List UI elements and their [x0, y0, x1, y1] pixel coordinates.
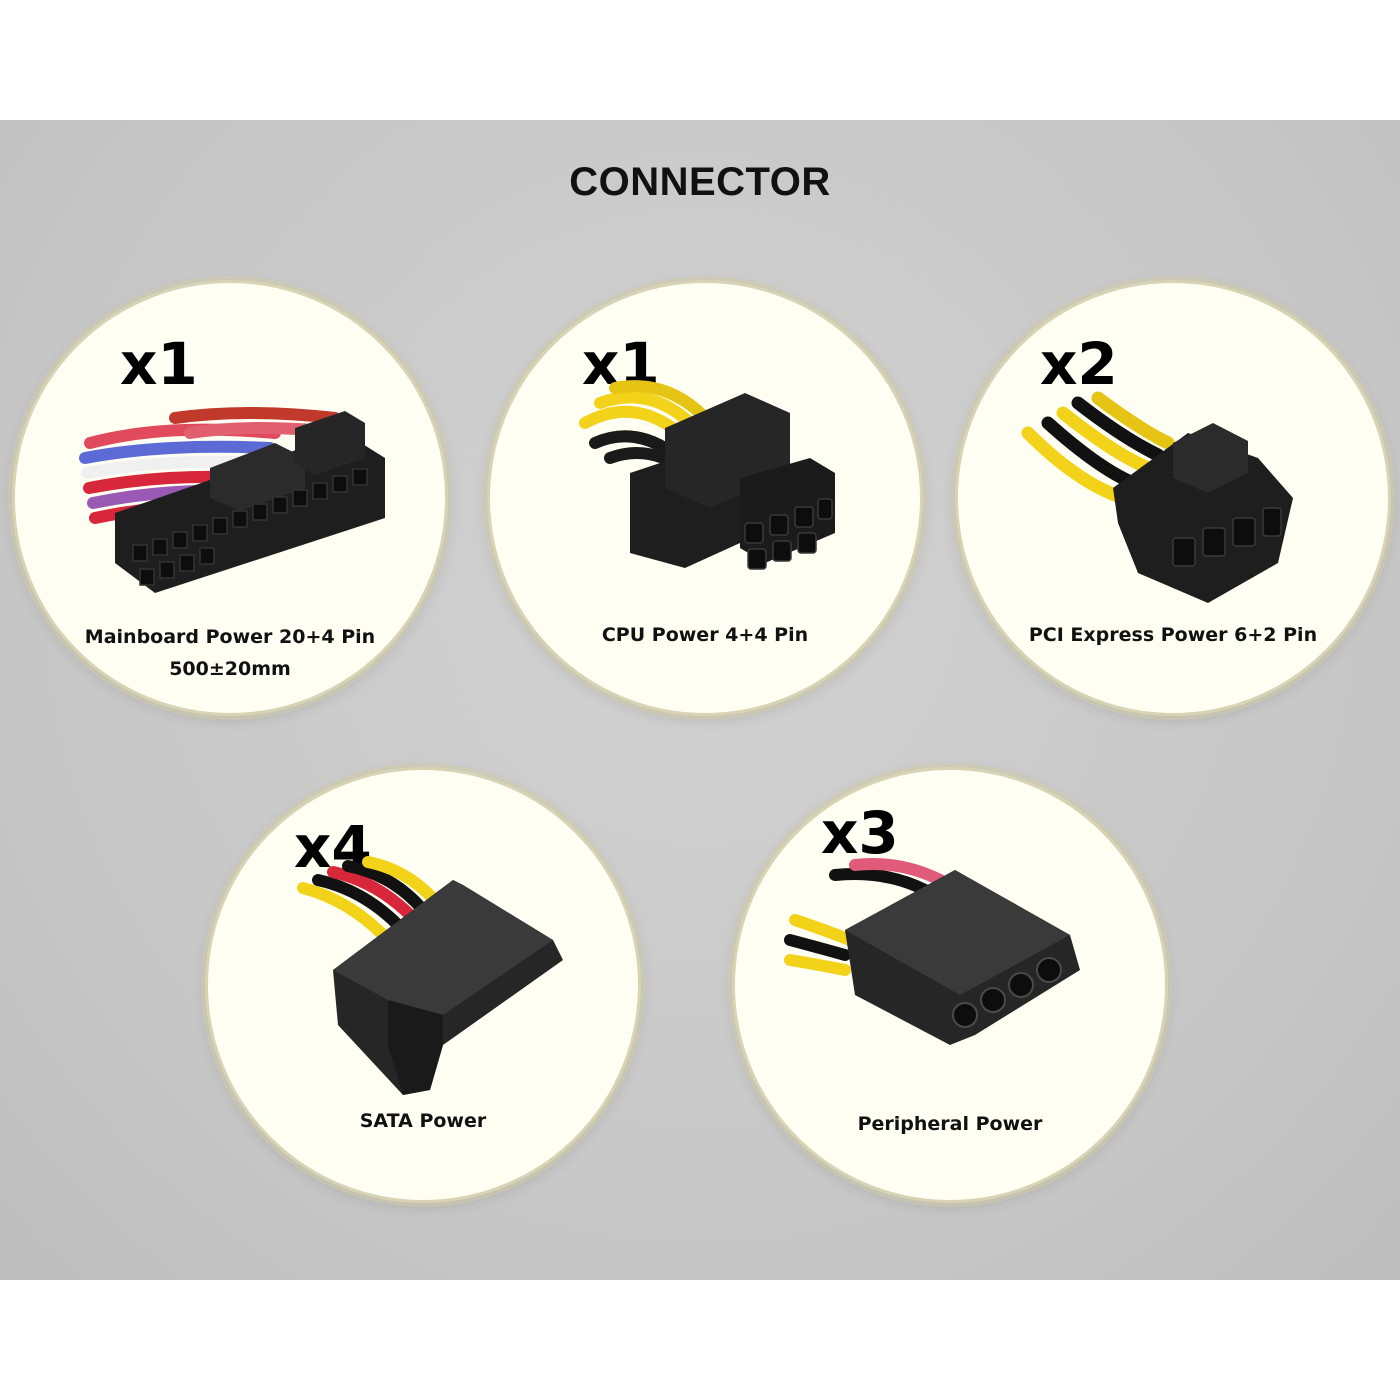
- eps-8pin-connector-icon: [579, 380, 835, 570]
- connector-card-sata: x4 SATA Power: [205, 767, 641, 1203]
- atx-24pin-connector-icon: [79, 407, 385, 593]
- page-title: CONNECTOR: [569, 160, 831, 204]
- quantity-label: x3: [821, 799, 899, 867]
- sata-power-connector-icon: [297, 856, 563, 1095]
- quantity-label: x1: [120, 330, 198, 398]
- pcie-8pin-connector-icon: [1021, 391, 1293, 603]
- molex-connector-icon: [784, 858, 1080, 1045]
- connector-card-pcie: x2 PCI Express Power 6+2 Pin: [955, 280, 1391, 716]
- connector-detail: 500±20mm: [169, 658, 291, 680]
- connector-card-cpu: x1 CPU Power 4+4 Pin: [487, 280, 923, 716]
- quantity-label: x2: [1040, 330, 1118, 398]
- connector-name: CPU Power 4+4 Pin: [601, 624, 809, 646]
- connector-name: PCI Express Power 6+2 Pin: [1028, 624, 1318, 646]
- connector-name: Mainboard Power 20+4 Pin: [84, 626, 376, 648]
- connector-name: Peripheral Power: [857, 1113, 1043, 1135]
- connector-name: SATA Power: [359, 1110, 487, 1132]
- connector-card-peripheral: x3 Peripheral Power: [732, 767, 1168, 1203]
- connector-card-mainboard: x1 Mainboard Power 20+4 Pin 500±20mm: [12, 280, 448, 716]
